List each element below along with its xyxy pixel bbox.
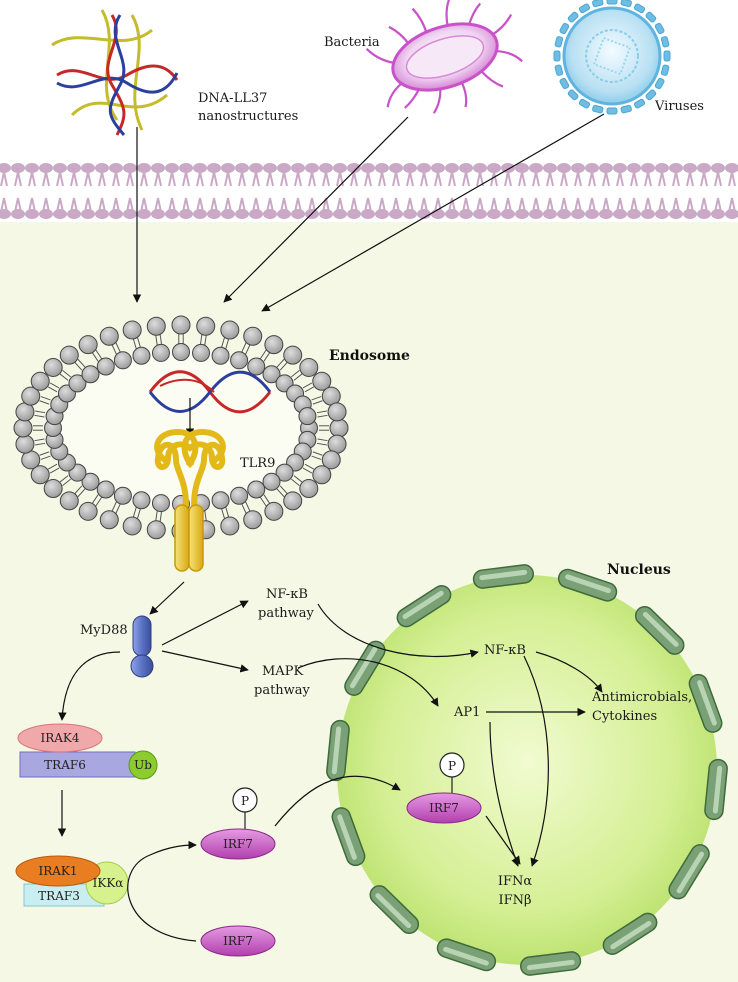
phosphate-circle <box>232 787 258 813</box>
irf7-nuclear-label: IRF7 <box>429 801 459 815</box>
antimicrobials-label-line2: Cytokines <box>592 709 657 724</box>
ub-circle <box>128 750 158 780</box>
endosome-label: Endosome <box>329 348 410 364</box>
irf7-active-label: IRF7 <box>223 837 253 851</box>
traf3-label: TRAF3 <box>38 889 80 903</box>
traf6-block <box>19 751 136 778</box>
ifn-alpha-label: IFNα <box>498 874 533 889</box>
mapk-pathway-label-line2: pathway <box>254 683 311 698</box>
arrow-nfkb-to-antimicrobials <box>535 651 603 693</box>
irak4-label: IRAK4 <box>40 731 79 745</box>
arrow-nfkb-pathway-to-nfkb <box>317 603 479 658</box>
arrow-nfkb-to-ifn <box>523 655 549 867</box>
nucleus <box>326 564 728 976</box>
viruses-label: Viruses <box>654 99 704 114</box>
arrow-mapk-pathway-to-ap1 <box>297 658 439 707</box>
mapk-pathway-label-line1: MAPK <box>262 664 303 679</box>
irf7-nuclear <box>406 792 482 824</box>
plasma-membrane <box>0 160 738 222</box>
arrow-myd88-to-nfkb-pathway <box>161 600 249 646</box>
tlr9-label: TLR9 <box>240 456 275 471</box>
irak1-traf3-ikka-complex <box>15 855 129 907</box>
dna-ll37-label-line1: DNA-LL37 <box>198 91 267 106</box>
ap1-label: AP1 <box>453 705 480 720</box>
arrow-myd88-to-irak4 <box>58 651 121 721</box>
nfkb-pathway-label-line2: pathway <box>258 606 315 621</box>
phosphate-label: P <box>241 794 249 808</box>
tlr9-receptor-icon <box>154 428 226 572</box>
phosphate-circle-nuclear <box>439 752 465 778</box>
nfkb-pathway-label-line1: NF-κB <box>266 587 308 602</box>
nfkb-nuclear-label: NF-κB <box>484 643 526 658</box>
ifn-beta-label: IFNβ <box>498 893 531 908</box>
arrow-viruses-to-endosome <box>261 113 605 312</box>
nucleus-label: Nucleus <box>607 562 671 578</box>
dna-ll37-nanostructure-icon <box>51 9 179 136</box>
arrow-irf7-activation-cycle <box>127 840 197 942</box>
irak4-traf6-complex <box>17 723 158 780</box>
nuclear-envelope <box>326 564 728 976</box>
irak4-blob <box>17 723 103 753</box>
irak1-blob <box>15 855 101 887</box>
antimicrobials-label-line1: Antimicrobials, <box>591 690 692 705</box>
irak1-label: IRAK1 <box>38 864 77 878</box>
arrow-myd88-to-mapk-pathway <box>161 650 249 673</box>
ub-label: Ub <box>134 758 152 772</box>
irf7-active-cytoplasm <box>200 828 276 860</box>
ikka-label: IKKα <box>93 876 124 890</box>
myd88-icon <box>130 615 154 678</box>
phosphate-label-nuclear: P <box>448 759 456 773</box>
bacteria-icon <box>365 0 523 114</box>
irf7-inactive-cytoplasm <box>200 925 276 957</box>
irf7-inactive-label: IRF7 <box>223 934 253 948</box>
arrow-ap1-to-ifn <box>489 721 520 867</box>
arrow-tlr9-to-myd88 <box>149 581 185 615</box>
arrow-irf7-to-nucleus <box>274 775 401 827</box>
dna-ll37-label-line2: nanostructures <box>198 109 298 124</box>
myd88-label: MyD88 <box>80 623 128 638</box>
arrow-irf7-to-ifn <box>485 815 521 865</box>
arrow-bacteria-to-endosome <box>223 116 409 303</box>
traf6-label: TRAF6 <box>44 758 86 772</box>
bacteria-label: Bacteria <box>324 35 380 50</box>
virus-icon <box>553 0 671 115</box>
endosomal-dna-icon <box>148 370 272 414</box>
